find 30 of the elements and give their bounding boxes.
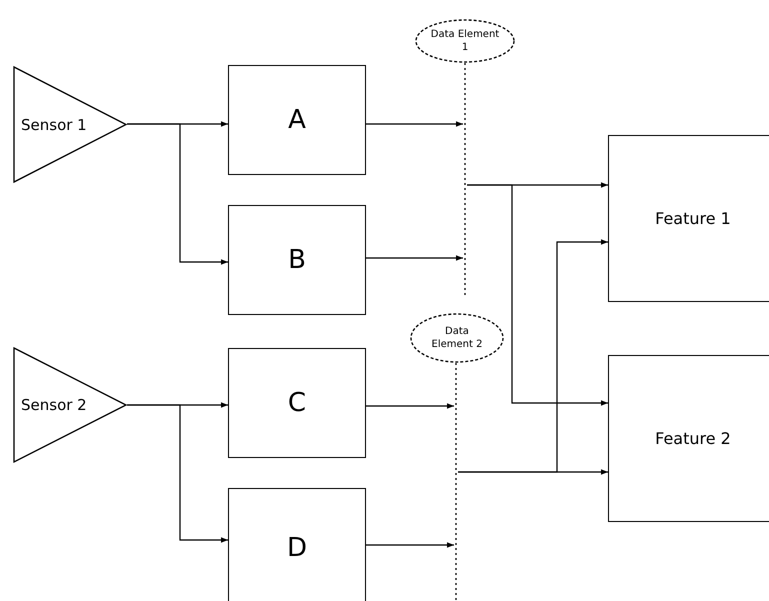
node-label: Feature 1 [655, 209, 731, 228]
sensor-triangle [13, 66, 127, 183]
process-box [228, 488, 366, 601]
dotted-bus-line [463, 63, 467, 297]
node-label: B [288, 245, 306, 275]
arrow [366, 403, 454, 409]
feature-box [608, 355, 769, 522]
arrow [467, 184, 608, 406]
process-box [228, 348, 366, 458]
node-label: C [288, 388, 306, 418]
arrow [366, 121, 463, 127]
arrow [458, 239, 608, 473]
node-label: A [288, 105, 306, 135]
data-element-ellipse [415, 19, 515, 63]
sensor-triangle [13, 347, 127, 463]
arrow [127, 404, 228, 543]
arrow [366, 542, 454, 548]
dotted-bus-line [454, 363, 458, 601]
data-element-ellipse [410, 313, 504, 363]
node-label: Feature 2 [655, 429, 731, 448]
arrow [127, 123, 228, 265]
node-label: Sensor 1 [21, 116, 87, 134]
node-label: Sensor 2 [21, 396, 87, 414]
arrow [366, 255, 463, 261]
data-element-label: Data Element 2 [430, 325, 484, 351]
data-element-label: Data Element 1 [430, 28, 500, 54]
feature-box [608, 135, 769, 302]
node-label: D [286, 533, 308, 563]
process-box [228, 65, 366, 175]
process-box [228, 205, 366, 315]
